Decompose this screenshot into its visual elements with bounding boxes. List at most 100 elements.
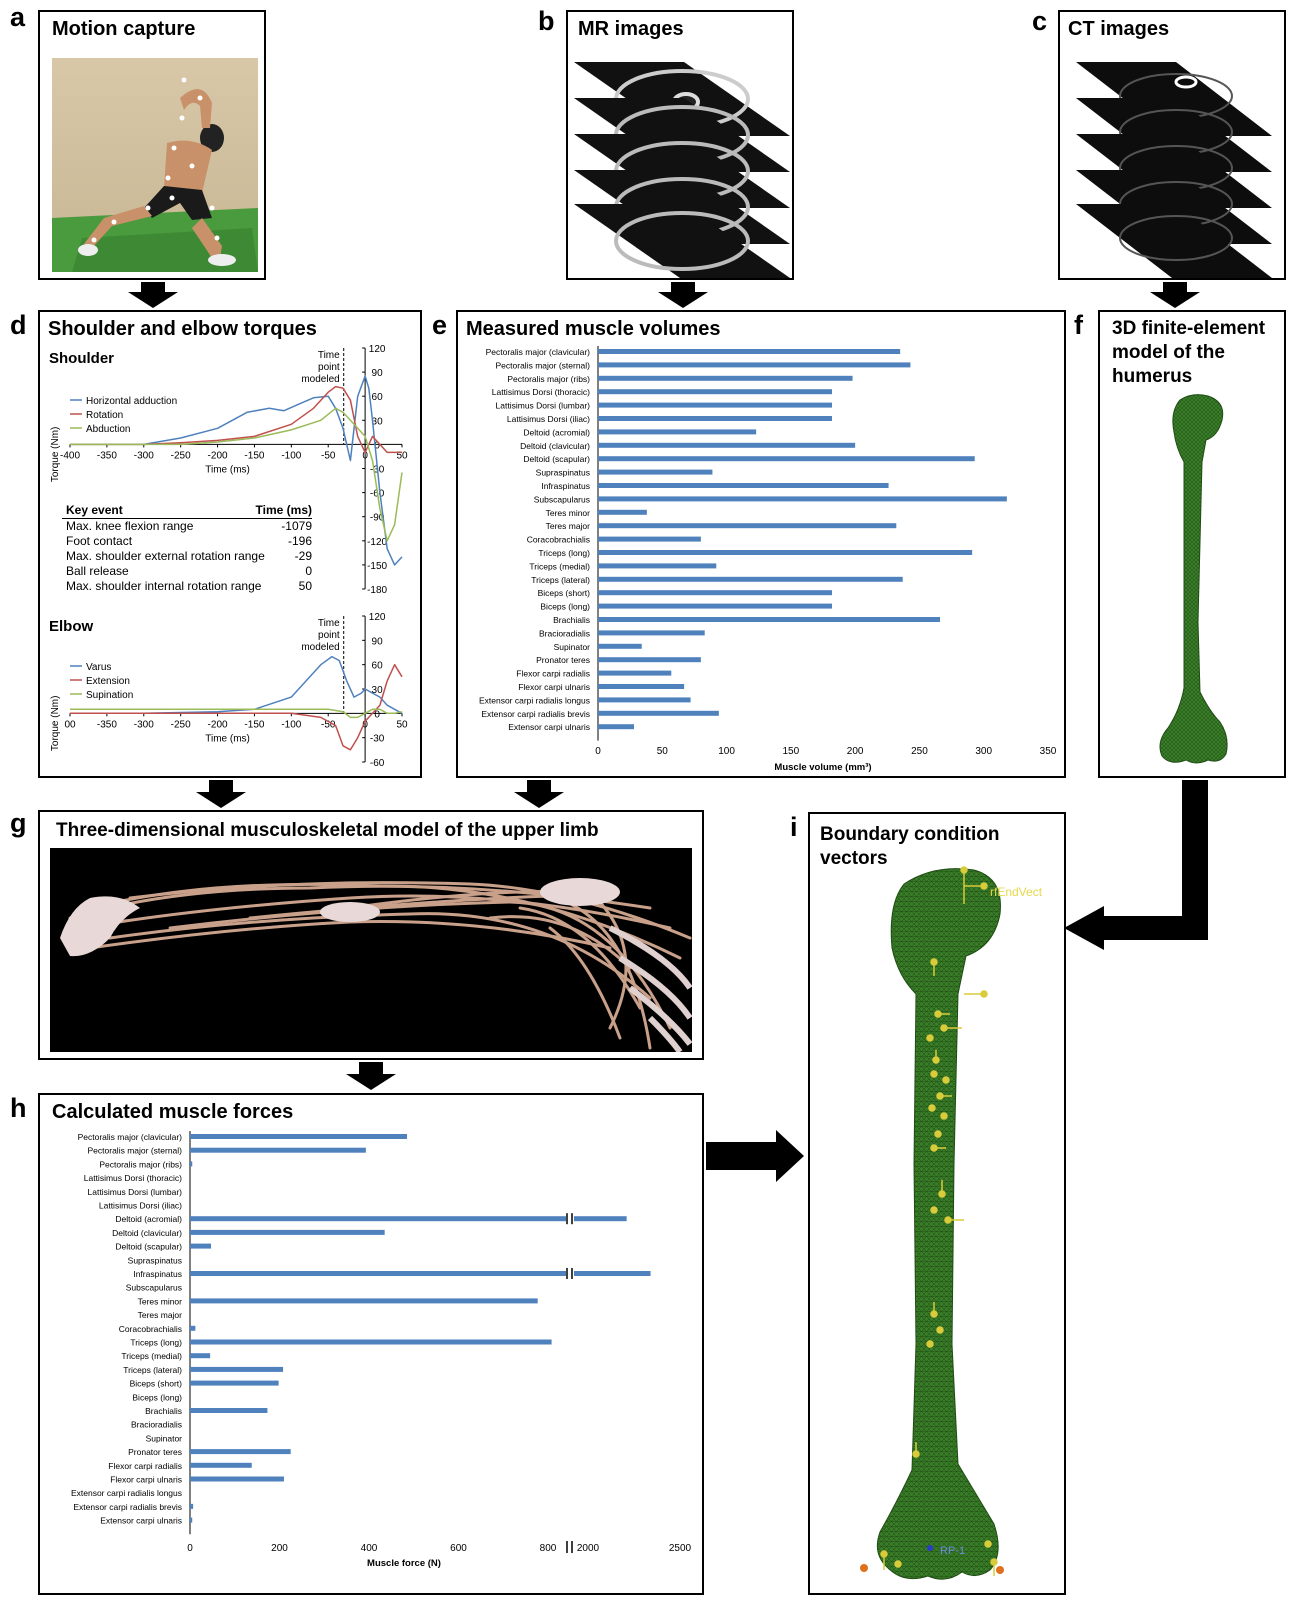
bar: [190, 1134, 407, 1139]
x-tick-label: -150: [244, 450, 264, 461]
category-label: Pronator teres: [536, 655, 590, 665]
mr-slice-stack: [574, 52, 790, 278]
bar: [598, 590, 832, 595]
key-event-time: -196: [288, 534, 312, 548]
category-label: Extensor carpi radialis longus: [479, 695, 590, 705]
category-label: Deltoid (clavicular): [112, 1228, 182, 1238]
bar: [598, 496, 1007, 501]
panel-title: Motion capture: [52, 18, 195, 41]
y-tick-label: 60: [372, 661, 384, 672]
bar: [190, 1449, 291, 1454]
x-tick-label: -200: [208, 719, 228, 730]
x-tick-label: -300: [134, 719, 154, 730]
bar: [190, 1230, 385, 1235]
bar: [190, 1477, 284, 1482]
key-event-row: Max. knee flexion range-1079: [62, 519, 312, 534]
x-tick-label: -300: [134, 450, 154, 461]
category-label: Flexor carpi radialis: [516, 669, 590, 679]
x-tick-label: 600: [450, 1543, 467, 1554]
rfendvect-label: rfEndVect: [990, 885, 1043, 899]
key-event-header: Key event: [66, 503, 123, 517]
legend-label: Supination: [86, 690, 133, 701]
x-tick-label: 300: [975, 746, 992, 757]
x-tick-label: 350: [1040, 746, 1057, 757]
arrow-f-to-i: [1064, 780, 1214, 950]
category-label: Supraspinatus: [536, 468, 590, 478]
panel-letter-e: e: [432, 310, 447, 341]
panel-letter-h: h: [10, 1093, 27, 1124]
ct-slice-stack: [1076, 52, 1278, 278]
panel-torques: Shoulder and elbow torques Shoulder Elbo…: [38, 310, 422, 778]
x-axis-label: Muscle force (N): [367, 1558, 441, 1569]
y-tick-label: -60: [370, 758, 385, 769]
bar: [190, 1148, 366, 1153]
panel-title-line-1: Boundary condition: [820, 824, 999, 846]
bar: [598, 470, 712, 475]
category-label: Biceps (short): [130, 1379, 183, 1389]
category-label: Biceps (long): [540, 602, 590, 612]
x-axis-label: Time (ms): [205, 733, 250, 744]
category-label: Teres minor: [138, 1296, 183, 1306]
category-label: Biceps (short): [538, 588, 591, 598]
panel-ct-images: CT images: [1058, 10, 1286, 280]
category-label: Lattisimus Dorsi (lumbar): [496, 401, 591, 411]
category-label: Triceps (long): [538, 548, 590, 558]
category-label: Pectoralis major (clavicular): [486, 347, 591, 357]
x-axis-label: Muscle volume (mm³): [774, 762, 871, 773]
arrow-b-to-e: [658, 282, 708, 308]
x-tick-label: -250: [171, 450, 191, 461]
category-label: Supinator: [554, 642, 591, 652]
panel-letter-c: c: [1032, 6, 1047, 37]
category-label: Triceps (lateral): [531, 575, 590, 585]
category-label: Lattisimus Dorsi (iliac): [507, 414, 590, 424]
bar: [598, 617, 940, 622]
key-event-time: -1079: [281, 519, 312, 533]
key-event-row: Max. shoulder external rotation range-29: [62, 549, 312, 564]
category-label: Lattisimus Dorsi (thoracic): [492, 387, 590, 397]
bar: [190, 1353, 210, 1358]
bar: [190, 1298, 538, 1303]
motion-capture-photo: [52, 58, 258, 272]
bar: [598, 483, 889, 488]
y-tick-label: -120: [367, 537, 387, 548]
legend-label: Horizontal adduction: [86, 396, 177, 407]
bar: [190, 1340, 552, 1345]
bar: [598, 630, 705, 635]
x-tick-label: 250: [911, 746, 928, 757]
y-tick-label: 60: [372, 392, 384, 403]
category-label: Extensor carpi ulnaris: [508, 722, 590, 732]
y-axis-label: Torque (Nm): [50, 427, 61, 483]
bar: [598, 537, 701, 542]
x-axis-label: Time (ms): [205, 464, 250, 475]
x-tick-label: 0: [187, 1543, 193, 1554]
panel-title-line-2: model of the: [1112, 342, 1225, 364]
bar: [598, 362, 910, 367]
x-tick-label: 2000: [577, 1543, 600, 1554]
rp1-label: RP-1: [940, 1545, 965, 1557]
category-label: Pronator teres: [128, 1447, 182, 1457]
bar: [598, 349, 900, 354]
key-event-name: Max. shoulder external rotation range: [66, 549, 265, 563]
key-event-name: Max. shoulder internal rotation range: [66, 579, 261, 593]
y-tick-label: -180: [367, 585, 387, 596]
bar: [190, 1216, 627, 1221]
category-label: Teres minor: [546, 508, 591, 518]
x-tick-label: 50: [396, 719, 408, 730]
x-tick-label: 2500: [669, 1543, 692, 1554]
force-bar-chart: Pectoralis major (clavicular)Pectoralis …: [40, 1095, 702, 1593]
x-tick-label: 50: [657, 746, 669, 757]
bar: [598, 604, 832, 609]
category-label: Subscapularus: [126, 1283, 182, 1293]
category-label: Infraspinatus: [541, 481, 590, 491]
x-tick-label: 200: [271, 1543, 288, 1554]
time-point-label: Time: [318, 618, 340, 629]
time-point-label: point: [318, 630, 340, 641]
x-tick-label: 150: [783, 746, 800, 757]
legend-label: Rotation: [86, 410, 123, 421]
category-label: Brachialis: [145, 1406, 182, 1416]
category-label: Teres major: [138, 1310, 183, 1320]
key-event-name: Ball release: [66, 564, 129, 578]
key-events-table: Key event Time (ms) Max. knee flexion ra…: [62, 504, 312, 594]
category-label: Infraspinatus: [133, 1269, 182, 1279]
y-tick-label: -30: [370, 734, 385, 745]
